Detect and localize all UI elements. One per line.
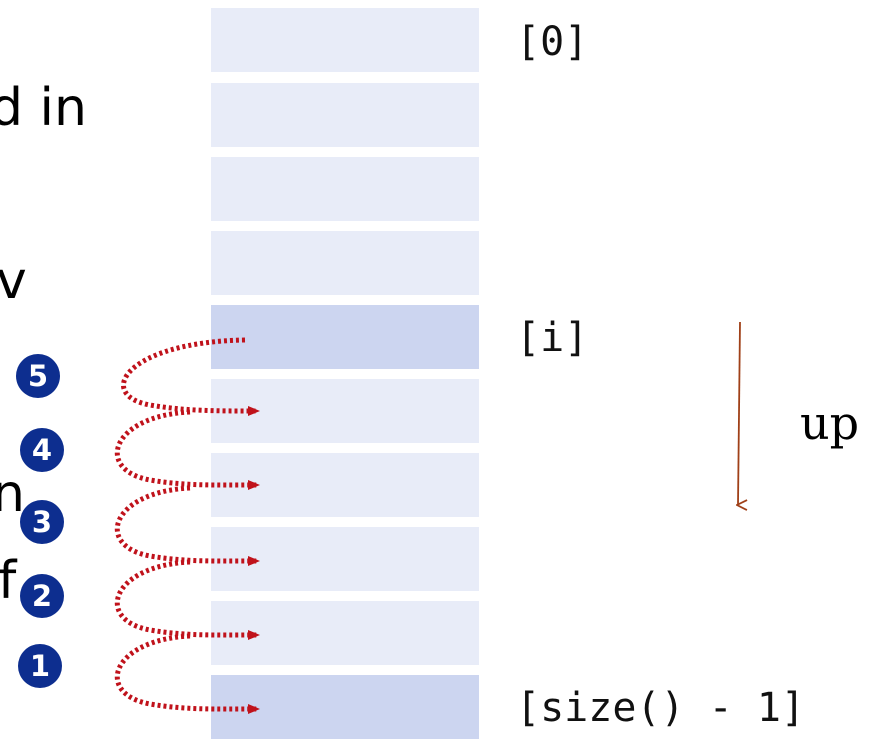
step-badge-2: 2 <box>20 574 64 618</box>
shift-arrow-3 <box>114 485 260 567</box>
shift-arrow-4 <box>114 409 260 491</box>
text-fragment-1: d in <box>0 78 87 138</box>
text-fragment-4: f <box>0 551 17 611</box>
shift-arrow-2 <box>114 559 260 641</box>
direction-label: up <box>800 396 860 450</box>
index-label-first: [0] <box>516 19 589 65</box>
array-cell-0 <box>211 8 479 72</box>
array-cell-1 <box>211 83 479 147</box>
shift-arrow-5 <box>121 337 260 416</box>
step-badge-1: 1 <box>18 644 62 688</box>
index-label-current: [i] <box>516 315 589 361</box>
index-label-last: [size() - 1] <box>516 685 805 731</box>
text-fragment-2: v <box>0 251 27 311</box>
array-cell-i <box>211 305 479 369</box>
shift-arrow-1 <box>114 633 260 715</box>
text-fragment-3: n <box>0 464 25 524</box>
array-cell-2 <box>211 157 479 221</box>
step-badge-3: 3 <box>20 500 64 544</box>
step-badge-5: 5 <box>16 354 60 398</box>
array-cell-3 <box>211 231 479 295</box>
direction-arrow <box>738 321 740 505</box>
step-badge-4: 4 <box>20 428 64 472</box>
